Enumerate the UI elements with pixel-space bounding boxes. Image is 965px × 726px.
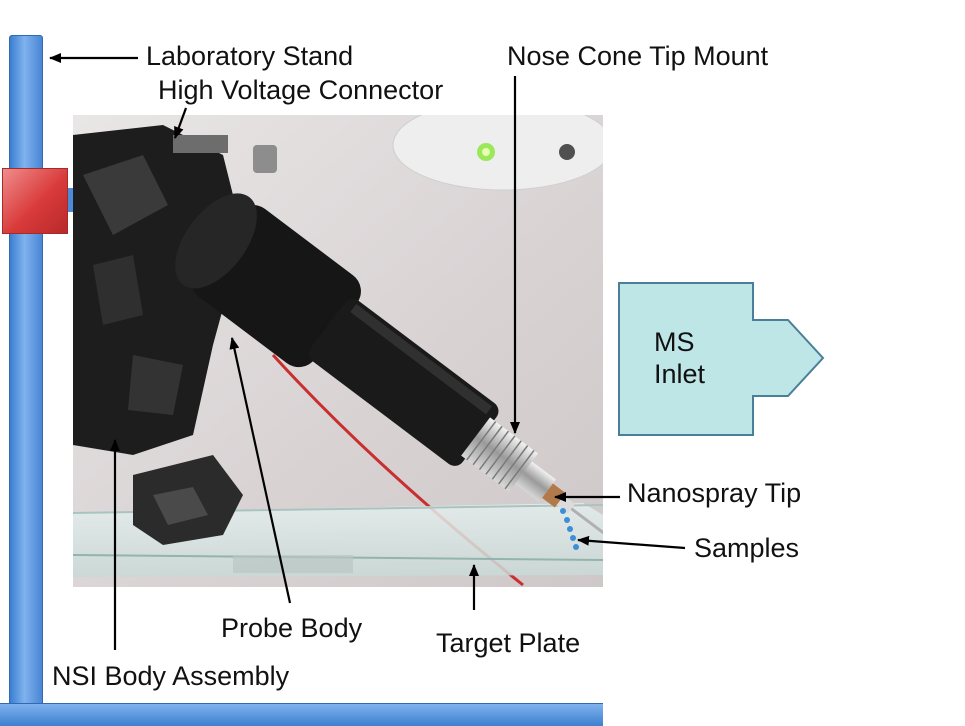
laboratory-stand-pole: [9, 35, 43, 717]
target-plate-label: Target Plate: [436, 628, 581, 658]
samples-arrow: [577, 535, 686, 550]
ms-inlet-label-line1: MS: [654, 327, 695, 357]
ms-inlet-label-line2: Inlet: [654, 359, 706, 390]
ms-inlet-arrow: [618, 282, 825, 436]
laboratory-stand-label: Laboratory Stand: [146, 41, 354, 71]
stand-clamp: [2, 168, 68, 234]
nose-cone-tip-mount-label: Nose Cone Tip Mount: [507, 41, 769, 71]
high-voltage-connector-arrow: [173, 107, 188, 139]
ms-inlet-label: MS Inlet: [654, 326, 705, 391]
probe-body-label: Probe Body: [221, 613, 363, 643]
probe-body-arrow: [229, 337, 292, 604]
laboratory-stand-base: [0, 703, 603, 726]
nsi-body-assembly-label: NSI Body Assembly: [52, 661, 290, 691]
samples-label: Samples: [694, 533, 800, 563]
high-voltage-connector-label: High Voltage Connector: [158, 75, 444, 105]
nanospray-tip-label: Nanospray Tip: [627, 478, 802, 508]
